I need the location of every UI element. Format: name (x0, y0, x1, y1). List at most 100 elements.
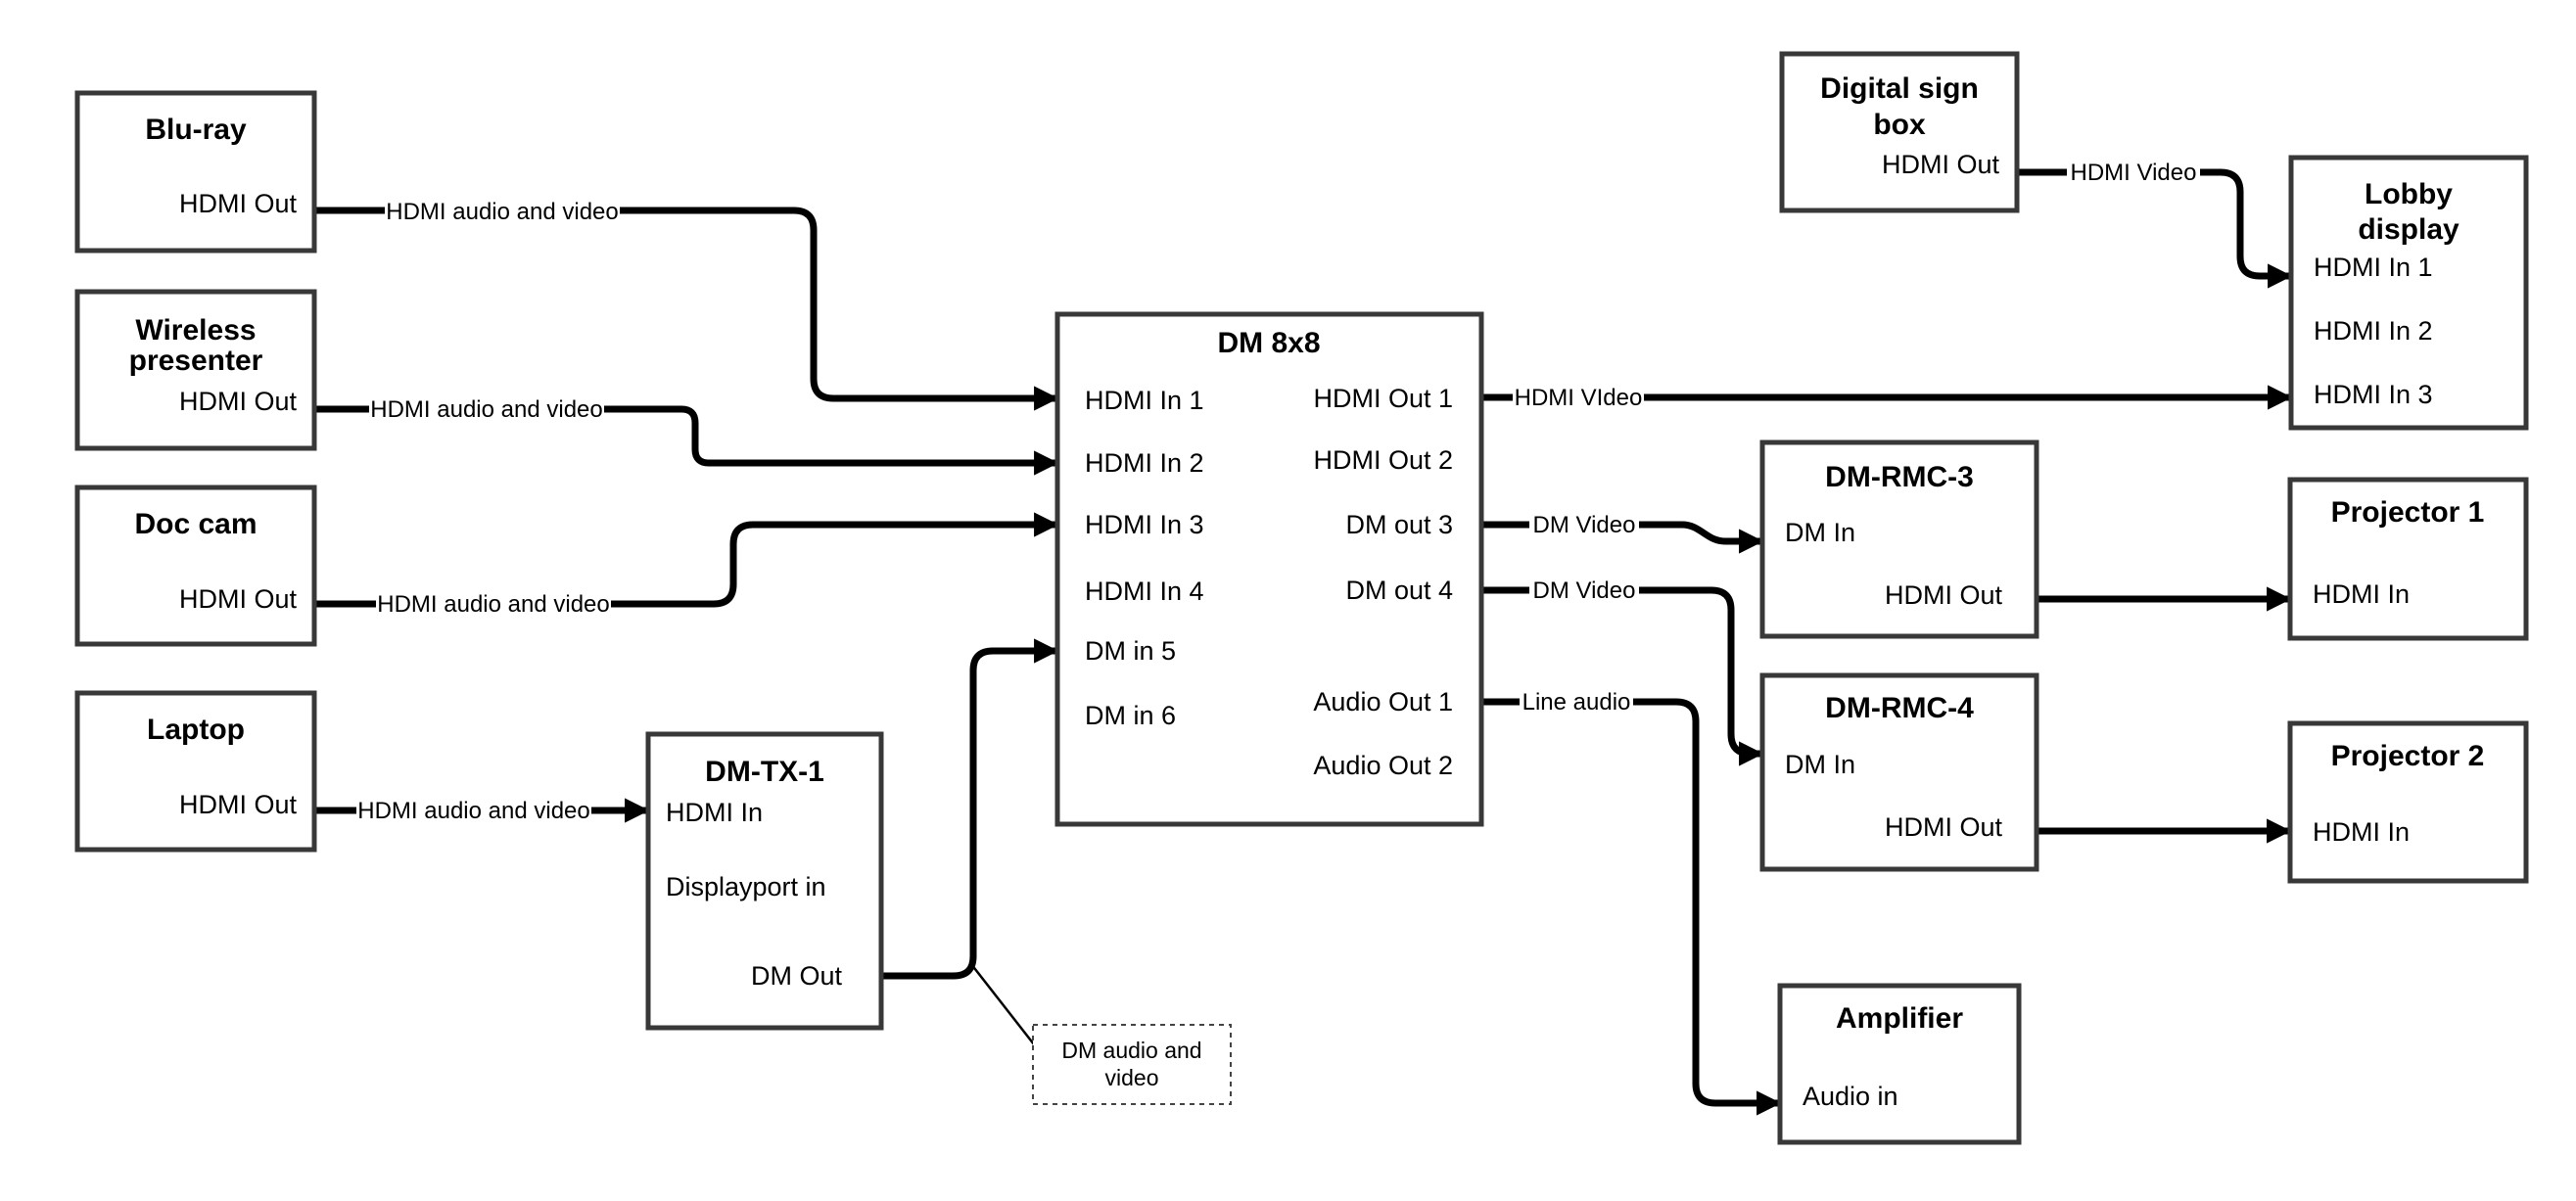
node-dm-tx-1: DM-TX-1 HDMI In Displayport in DM Out (645, 731, 884, 1031)
edge-label-bg (376, 589, 611, 619)
edge-dmtx1-dmout-to-dm8x8-in5 (881, 638, 1059, 980)
port-hdmi-in-2: HDMI In 2 (2314, 316, 2433, 346)
edge-dm8x8-out3-to-dmrmc3 (1481, 521, 1764, 554)
port-hdmi-in: HDMI In (2313, 817, 2410, 847)
edge-label-text: DM Video (1533, 577, 1636, 604)
edge-label-text: HDMI audio and video (386, 199, 618, 225)
note-text-line2: video (1105, 1065, 1159, 1090)
port-hdmi-in-1: HDMI In 1 (2314, 253, 2433, 282)
node-title: Amplifier (1836, 1002, 1963, 1035)
port-hdmi-in-1: HDMI In 1 (1085, 386, 1204, 415)
edge-label-text: HDMI audio and video (370, 396, 602, 423)
port-audio-in: Audio in (1803, 1082, 1898, 1111)
node-lobby-display: Lobby display HDMI In 1 HDMI In 2 HDMI I… (2288, 155, 2529, 431)
edge-label-bg (1529, 576, 1639, 605)
edge-label-dm-video-out3: DM Video (1529, 510, 1639, 539)
node-blu-ray: Blu-ray HDMI Out (74, 90, 317, 254)
edge-bluray-to-dm8x8-in1 (314, 207, 1059, 411)
edge-label-text: Line audio (1522, 689, 1631, 716)
port-hdmi-out-2: HDMI Out 2 (1313, 445, 1453, 475)
edge-label-bg (1520, 687, 1633, 716)
note-box (1032, 1024, 1232, 1105)
port-hdmi-in-3: HDMI In 3 (2314, 380, 2433, 409)
port-hdmi-out-1: HDMI Out 1 (1313, 384, 1453, 413)
edge-labels: HDMI audio and video HDMI audio and vide… (356, 158, 2200, 825)
edge-label-bg (2067, 158, 2200, 187)
node-box (2288, 155, 2529, 431)
edge-label-hdmi-video-out1: HDMI VIdeo (1513, 383, 1644, 412)
node-dm-rmc-4: DM-RMC-4 DM In HDMI Out (1759, 672, 2039, 872)
node-box (1777, 983, 2022, 1145)
edge-label-bg (1513, 383, 1644, 412)
node-box (74, 690, 317, 853)
node-box (74, 289, 317, 451)
edge-label-text: HDMI VIdeo (1515, 385, 1643, 411)
edge-label-bluray: HDMI audio and video (385, 196, 620, 225)
node-title-line1: Digital sign (1820, 72, 1979, 105)
edge-doccam-to-dm8x8-in3 (314, 512, 1059, 608)
edge-label-wireless: HDMI audio and video (369, 394, 604, 424)
port-dm-in: DM In (1785, 750, 1855, 779)
node-box (1779, 51, 2020, 213)
port-hdmi-out: HDMI Out (1882, 150, 2000, 179)
node-title-line1: Lobby (2365, 178, 2453, 210)
node-title: DM-RMC-3 (1825, 461, 1974, 493)
port-hdmi-in-3: HDMI In 3 (1085, 510, 1204, 539)
port-hdmi-out: HDMI Out (1885, 812, 2003, 842)
node-box (74, 485, 317, 647)
edge-label-text: HDMI audio and video (357, 798, 589, 824)
port-dm-in: DM In (1785, 518, 1855, 547)
edge-label-text: DM Video (1533, 512, 1636, 538)
node-box (1759, 672, 2039, 872)
node-title: Laptop (147, 714, 245, 746)
node-wireless-presenter: Wireless presenter HDMI Out (74, 289, 317, 451)
port-dm-out-3: DM out 3 (1345, 510, 1453, 539)
node-projector-1: Projector 1 HDMI In (2287, 477, 2529, 641)
port-hdmi-in: HDMI In (666, 798, 763, 827)
edge-label-bg (385, 196, 620, 225)
node-digital-sign-box: Digital sign box HDMI Out (1779, 51, 2020, 213)
port-audio-out-1: Audio Out 1 (1313, 687, 1453, 716)
node-title: Blu-ray (145, 114, 247, 146)
node-dm-8x8: DM 8x8 HDMI In 1 HDMI In 2 HDMI In 3 HDM… (1054, 311, 1484, 827)
node-dm-rmc-3: DM-RMC-3 DM In HDMI Out (1759, 439, 2039, 639)
edge-label-bg (356, 796, 591, 825)
edge-label-text: HDMI Video (2071, 160, 2197, 186)
port-hdmi-out: HDMI Out (179, 790, 298, 819)
edge-label-doccam: HDMI audio and video (376, 589, 611, 619)
edge-label-bg (1529, 510, 1639, 539)
node-doc-cam: Doc cam HDMI Out (74, 485, 317, 647)
edge-dm8x8-audioout1-to-amplifier (1481, 698, 1782, 1116)
node-laptop: Laptop HDMI Out (74, 690, 317, 853)
node-box (1054, 311, 1484, 827)
node-title: Projector 2 (2331, 740, 2485, 772)
node-projector-2: Projector 2 HDMI In (2287, 720, 2529, 884)
port-hdmi-in-2: HDMI In 2 (1085, 448, 1204, 478)
node-title: DM-TX-1 (705, 756, 824, 788)
port-dm-out: DM Out (751, 961, 843, 991)
port-hdmi-in: HDMI In (2313, 579, 2410, 609)
node-box (2287, 720, 2529, 884)
node-title-line1: Wireless (135, 314, 256, 346)
edge-wireless-to-dm8x8-in2 (314, 405, 1059, 476)
node-amplifier: Amplifier Audio in (1777, 983, 2022, 1145)
note-leader-line (970, 963, 1035, 1045)
note-text-line1: DM audio and (1061, 1038, 1201, 1063)
port-displayport-in: Displayport in (666, 872, 826, 901)
node-title-line2: presenter (129, 345, 263, 377)
port-dm-out-4: DM out 4 (1345, 576, 1453, 605)
port-hdmi-out: HDMI Out (179, 189, 298, 218)
port-hdmi-out: HDMI Out (179, 387, 298, 416)
edge-label-bg (369, 394, 604, 424)
edge-dm8x8-out4-to-dmrmc4 (1481, 586, 1764, 766)
edge-label-dm-video-out4: DM Video (1529, 576, 1639, 605)
node-title: Doc cam (134, 508, 257, 540)
node-box (645, 731, 884, 1031)
port-dm-in-6: DM in 6 (1085, 701, 1176, 730)
note-dm-audio-and-video: DM audio and video (1032, 1024, 1232, 1105)
edge-label-line-audio: Line audio (1520, 687, 1633, 716)
edge-label-text: HDMI audio and video (377, 591, 609, 618)
node-box (1759, 439, 2039, 639)
port-hdmi-in-4: HDMI In 4 (1085, 577, 1204, 606)
